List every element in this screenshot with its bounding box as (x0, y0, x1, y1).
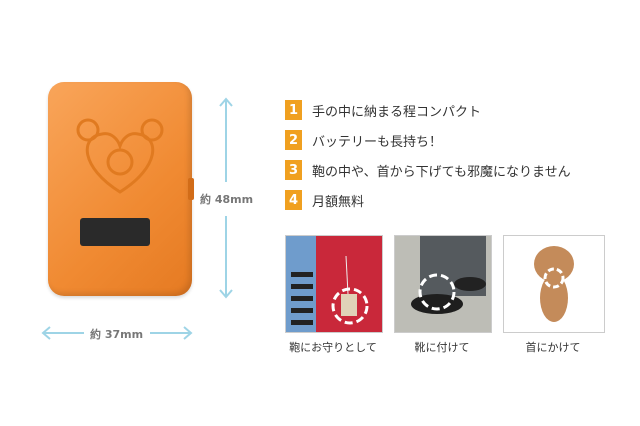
device-side-switch (188, 178, 194, 200)
number-badge: 1 (285, 100, 302, 120)
number-badge: 2 (285, 130, 302, 150)
bag-photo (285, 235, 383, 333)
width-arrow-icon (41, 326, 193, 340)
number-badge: 3 (285, 160, 302, 180)
photo-caption: 首にかけて (525, 341, 581, 354)
photo-caption: 鞄にお守りとして (289, 341, 377, 354)
width-label: 約 37mm (90, 328, 144, 341)
number-badge: 4 (285, 190, 302, 210)
feature-item: 1 手の中に納まる程コンパクト (285, 100, 481, 120)
photo-caption: 靴に付けて (414, 341, 470, 354)
feature-item: 3 鞄の中や、首から下げても邪魔になりません (285, 160, 571, 180)
shoe-photo (394, 235, 492, 333)
feature-item: 2 バッテリーも長持ち！ (285, 130, 442, 150)
dog-photo (503, 235, 605, 333)
heart-logo-icon (76, 118, 164, 194)
height-arrow-icon (219, 97, 233, 299)
device-button (80, 218, 150, 246)
feature-text: バッテリーも長持ち！ (312, 134, 443, 150)
height-label: 約 48mm (200, 193, 254, 206)
gps-device-image (48, 82, 194, 296)
feature-text: 月額無料 (312, 194, 365, 210)
feature-text: 手の中に納まる程コンパクト (312, 104, 482, 120)
feature-text: 鞄の中や、首から下げても邪魔になりません (312, 164, 571, 180)
feature-item: 4 月額無料 (285, 190, 364, 210)
